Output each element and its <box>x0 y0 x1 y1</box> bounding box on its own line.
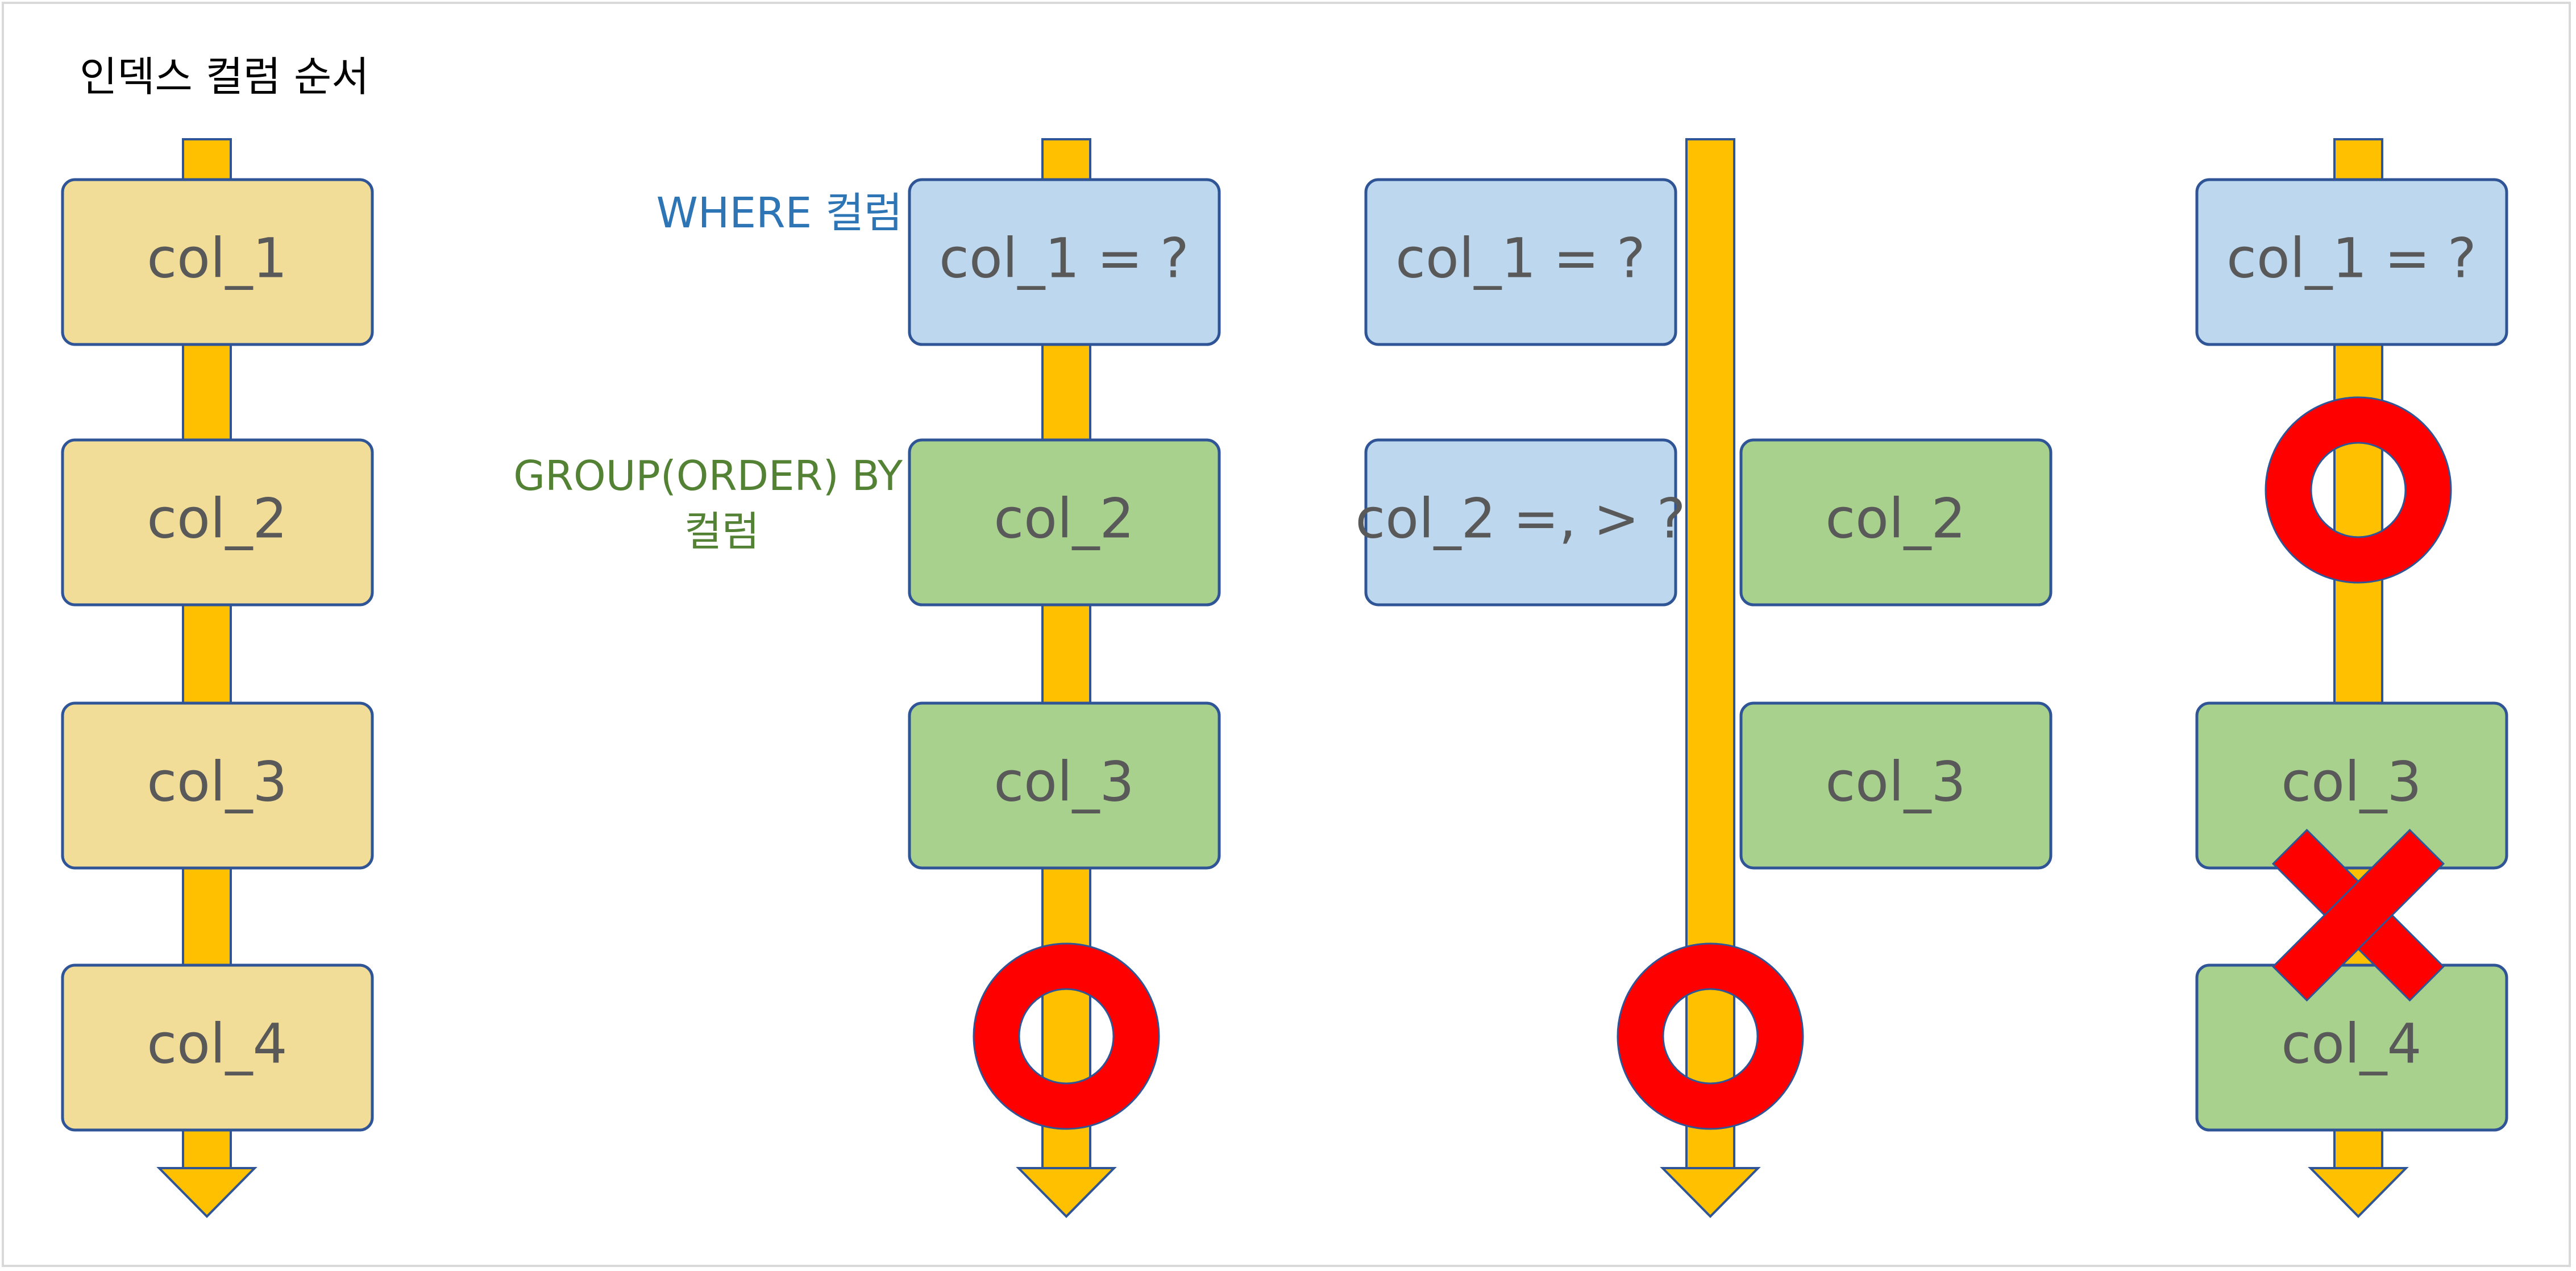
diagram-title: 인덱스 컬럼 순서 <box>80 53 369 101</box>
group-by-label-line1: GROUP(ORDER) BY <box>513 452 903 500</box>
column-index-order: col_1 col_2 col_3 col_4 <box>61 138 374 1218</box>
ok-circle-outline <box>1617 942 1804 1130</box>
where-box-col1 <box>908 178 1221 346</box>
ok-circle-outline <box>973 942 1160 1130</box>
group-box-col3 <box>2195 701 2508 870</box>
group-box-col3-label: col_3 <box>2281 750 2421 813</box>
index-box-col3-label: col_3 <box>147 750 287 813</box>
arrow-shaft <box>1685 138 1735 1175</box>
group-box-col3-label: col_3 <box>994 750 1134 813</box>
column-case-4: col_1 = ? col_3 col_4 <box>2195 138 2508 1218</box>
index-box-col4-label: col_4 <box>147 1012 287 1075</box>
where-box-col1 <box>2195 178 2508 346</box>
arrow-head <box>2308 1167 2409 1218</box>
where-box-col1-label: col_1 = ? <box>2226 226 2477 290</box>
arrow-head <box>156 1167 257 1218</box>
column-case-3: col_1 = ? col_2 =, > ? col_2 col_3 <box>1355 138 2053 1218</box>
where-box-col2-range-label: col_2 =, > ? <box>1355 487 1685 550</box>
ok-circle-mark <box>974 944 1159 1129</box>
group-box-col2-label: col_2 <box>1825 487 1966 550</box>
arrow-head <box>1660 1167 1761 1218</box>
not-ok-cross-mark <box>2271 828 2445 1002</box>
ok-circle-mark <box>2266 397 2451 583</box>
group-box-col2-label: col_2 <box>994 487 1134 550</box>
group-box-col3-label: col_3 <box>1825 750 1966 813</box>
where-box-col1-label: col_1 = ? <box>1395 226 1646 290</box>
ok-circle-inner-outline <box>1662 988 1759 1085</box>
ok-circle-mark <box>1618 944 1803 1129</box>
ok-circle-inner-outline <box>2310 442 2407 538</box>
column-case-2: WHERE 컬럼 GROUP(ORDER) BY 컬럼 col_1 = ? co… <box>513 138 1221 1218</box>
group-box-col4-label: col_4 <box>2281 1012 2421 1075</box>
index-box-col3 <box>61 701 374 870</box>
index-box-col2-label: col_2 <box>147 487 287 550</box>
index-box-col2 <box>61 438 374 607</box>
where-box-col1-label: col_1 = ? <box>939 226 1189 290</box>
group-box-col2 <box>908 438 1221 607</box>
ok-circle-outline <box>2265 396 2452 584</box>
arrow-head <box>1016 1167 1117 1218</box>
group-box-col3 <box>1739 701 2053 870</box>
group-by-label-line2: 컬럼 <box>684 508 759 555</box>
where-box-col1 <box>1364 178 1677 346</box>
index-box-col1 <box>61 178 374 346</box>
index-box-col4 <box>61 963 374 1132</box>
ok-circle-inner-outline <box>1018 988 1115 1085</box>
group-box-col2 <box>1739 438 2053 607</box>
group-box-col3 <box>908 701 1221 870</box>
index-box-col1-label: col_1 <box>147 226 287 290</box>
where-box-col2-range <box>1364 438 1677 607</box>
group-box-col4 <box>2195 963 2508 1132</box>
where-column-label: WHERE 컬럼 <box>657 189 903 238</box>
